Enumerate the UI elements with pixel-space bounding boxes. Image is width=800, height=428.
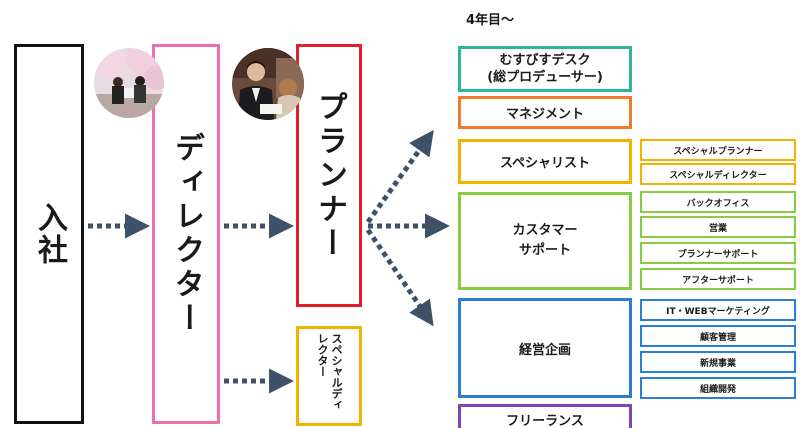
career-management-label: マネジメント bbox=[505, 107, 584, 122]
photo-cherry-blossom-couple bbox=[94, 48, 164, 118]
career-musubi-desk-line2: (総プロデューサー) bbox=[487, 70, 603, 85]
career-specialist: スペシャリスト bbox=[458, 139, 632, 184]
stage-planner: プランナー bbox=[296, 44, 362, 307]
sub-role-after-support: アフターサポート bbox=[640, 268, 796, 290]
stage-special-director-label: スペシャルディレクター bbox=[316, 333, 343, 410]
stage-planner-label: プランナー bbox=[312, 90, 347, 261]
stage-nyusha-label: 入社 bbox=[32, 202, 67, 266]
career-management-planning-label: 経営企画 bbox=[518, 342, 571, 358]
career-specialist-label: スペシャリスト bbox=[499, 156, 591, 171]
stage-director: ディレクター bbox=[152, 44, 220, 424]
sub-role-back-office: バックオフィス bbox=[640, 191, 796, 213]
arrow-planner-up bbox=[365, 129, 434, 224]
sub-role-planner-support: プランナーサポート bbox=[640, 242, 796, 264]
career-management-planning: 経営企画 bbox=[458, 298, 632, 398]
sub-role-org-development: 組織開発 bbox=[640, 377, 796, 399]
career-customer-support: カスタマー サポート bbox=[458, 192, 632, 290]
career-customer-support-line1: カスタマー bbox=[512, 223, 578, 238]
stage-special-director: スペシャルディレクター bbox=[296, 326, 362, 426]
sub-role-sales: 営業 bbox=[640, 216, 796, 238]
photo-planner-meeting bbox=[232, 48, 304, 120]
sub-role-special-planner: スペシャルプランナー bbox=[640, 139, 796, 161]
sub-role-special-director: スペシャルディレクター bbox=[640, 163, 796, 185]
career-freelance: フリーランス bbox=[458, 404, 632, 428]
sub-role-new-business: 新規事業 bbox=[640, 351, 796, 373]
career-musubi-desk: むすびすデスク (総プロデューサー) bbox=[458, 46, 632, 92]
career-freelance-label: フリーランス bbox=[506, 413, 584, 428]
year-label: 4年目〜 bbox=[466, 13, 515, 28]
career-customer-support-line2: サポート bbox=[518, 243, 571, 258]
arrow-planner-down bbox=[365, 228, 434, 327]
sub-role-it-web-marketing: IT・WEBマーケティング bbox=[640, 299, 796, 321]
stage-nyusha: 入社 bbox=[14, 44, 84, 424]
sub-role-customer-management: 顧客管理 bbox=[640, 325, 796, 347]
career-management: マネジメント bbox=[458, 96, 632, 129]
career-musubi-desk-line1: むすびすデスク bbox=[499, 53, 591, 68]
stage-director-label: ディレクター bbox=[169, 132, 204, 336]
